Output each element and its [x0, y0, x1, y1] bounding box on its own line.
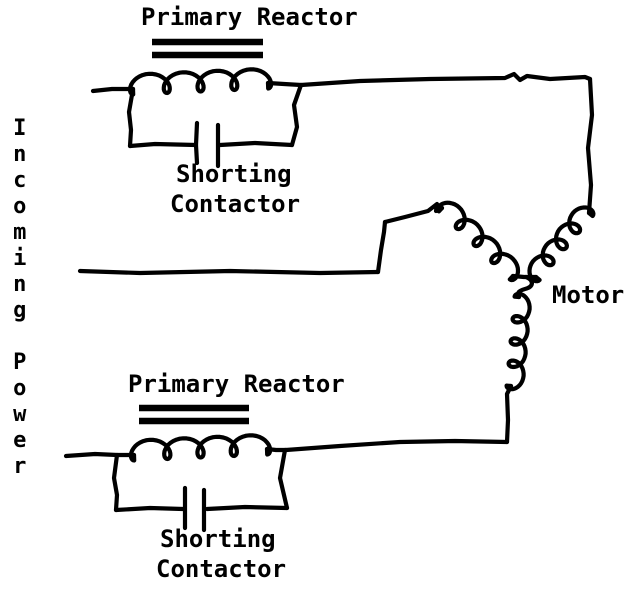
middle-riser-wire — [375, 219, 388, 275]
top-contact-left-pole — [193, 120, 200, 166]
top-coil-out-wire — [265, 80, 304, 88]
middle-run-wire — [77, 268, 381, 276]
right-drop-wire — [585, 76, 595, 216]
motor-bottom-winding-coil — [504, 291, 532, 392]
bottom-incoming-lead-wire — [63, 451, 137, 459]
motor-left-winding-coil — [435, 200, 521, 283]
bottom-shorting-contactor-label-line2: Contactor — [156, 555, 287, 583]
bottom-reactor-coil — [128, 433, 273, 463]
motor-right-winding-coil — [527, 205, 596, 284]
top-bypass-bottom-left-wire — [127, 141, 199, 149]
middle-top-wire — [382, 201, 445, 225]
motor-label: Motor — [552, 281, 625, 309]
bottom-run-wire — [283, 438, 510, 453]
motor-bottom-lead-wire — [504, 383, 514, 445]
bottom-bypass-right-wire — [277, 447, 290, 511]
top-reactor-coil — [127, 67, 274, 97]
bottom-shorting-contactor-label-line1: Shorting — [160, 525, 276, 553]
top-bypass-right-wire — [289, 82, 304, 148]
top-primary-reactor-label: Primary Reactor — [141, 3, 358, 31]
bottom-bypass-bottom-right-wire — [204, 504, 290, 512]
top-run-wire — [298, 71, 593, 88]
bottom-coil-out-wire — [264, 446, 289, 453]
bottom-primary-reactor-label: Primary Reactor — [128, 370, 345, 398]
bottom-bypass-bottom-left-wire — [113, 505, 186, 513]
top-bypass-bottom-right-wire — [217, 140, 295, 148]
top-shorting-contactor-label-line2: Contactor — [170, 190, 301, 218]
top-shorting-contactor-label-line1: Shorting — [176, 160, 292, 188]
bottom-bypass-left-wire — [111, 452, 120, 513]
top-bypass-left-wire — [126, 86, 136, 149]
incoming-power-label: Incoming Power — [7, 116, 33, 480]
top-incoming-lead-wire — [90, 86, 136, 94]
